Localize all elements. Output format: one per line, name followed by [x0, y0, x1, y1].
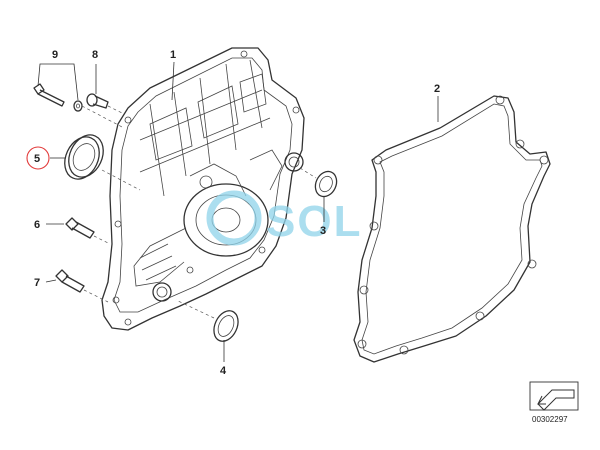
- callout-3: 3: [320, 225, 326, 237]
- screw-part-9: [33, 83, 83, 112]
- watermark-logo: SOL: [206, 190, 362, 246]
- watermark-text: SOL: [266, 197, 362, 246]
- callout-7: 7: [34, 277, 40, 289]
- timing-cover-part-1: [101, 47, 305, 331]
- seal-ring-part-4: [213, 310, 239, 342]
- explode-lines: [81, 105, 317, 319]
- screw-part-8: [86, 93, 109, 109]
- watermark-ring: [206, 190, 262, 246]
- callout-leaders: [37, 61, 439, 362]
- callout-2: 2: [434, 83, 440, 95]
- screw-part-6: [65, 217, 95, 239]
- callout-9: 9: [52, 49, 58, 61]
- callout-8: 8: [92, 49, 98, 61]
- gasket-part-2: [353, 95, 551, 363]
- arrow-view-icon: [537, 389, 575, 411]
- callouts: 1 2 3 4 5 6 7 8 9: [26, 49, 440, 377]
- callout-5: 5: [34, 153, 40, 165]
- view-direction-box: 00302297: [529, 381, 579, 424]
- callout-4: 4: [220, 365, 227, 377]
- shaft-seal-part-5: [64, 134, 104, 180]
- callout-1: 1: [170, 49, 176, 61]
- callout-5-highlight-circle: [26, 146, 50, 170]
- reference-code: 00302297: [532, 415, 568, 424]
- screw-part-7: [55, 269, 85, 293]
- seal-ring-part-3: [314, 170, 338, 198]
- callout-6: 6: [34, 219, 40, 231]
